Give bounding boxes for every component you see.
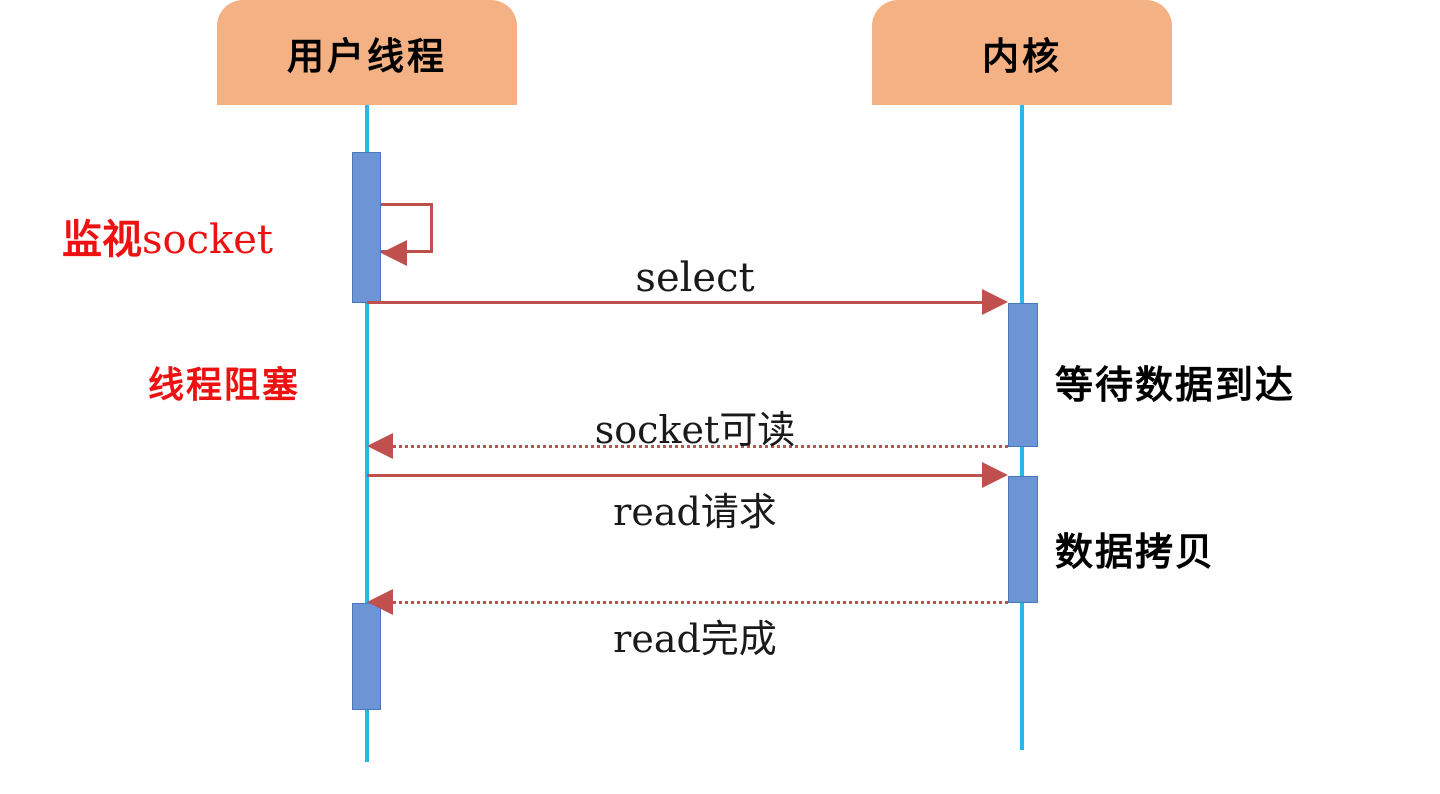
activation-kernel-wait bbox=[1008, 303, 1038, 447]
message-label-socket-readable: socket可读 bbox=[594, 408, 796, 452]
activation-user-read-done bbox=[352, 603, 381, 710]
note-monitor-socket: 监视socket bbox=[62, 207, 273, 265]
participant-user-thread-label: 用户线程 bbox=[287, 34, 447, 78]
participant-kernel-label: 内核 bbox=[982, 34, 1062, 78]
self-loop-arrowhead-icon bbox=[381, 240, 407, 266]
note-waiting-data: 等待数据到达 bbox=[1055, 363, 1296, 407]
note-data-copy: 数据拷贝 bbox=[1055, 530, 1216, 574]
participant-kernel[interactable]: 内核 bbox=[872, 0, 1172, 105]
message-label-select: select bbox=[635, 255, 755, 301]
self-loop-monitor-socket bbox=[381, 203, 433, 253]
lifeline-user-thread bbox=[365, 100, 369, 762]
message-arrowhead-select-icon bbox=[982, 289, 1008, 315]
message-arrowhead-socket-readable-icon bbox=[367, 433, 393, 459]
message-line-read-request bbox=[367, 474, 982, 477]
activation-user-monitor bbox=[352, 152, 381, 303]
message-label-read-request: read请求 bbox=[613, 490, 777, 534]
message-arrowhead-read-complete-icon bbox=[367, 589, 393, 615]
message-line-select bbox=[367, 301, 982, 304]
message-arrowhead-read-request-icon bbox=[982, 462, 1008, 488]
activation-kernel-copy bbox=[1008, 476, 1038, 603]
message-label-read-complete: read完成 bbox=[613, 617, 777, 661]
note-monitor-socket-mono: socket bbox=[142, 217, 273, 263]
participant-user-thread[interactable]: 用户线程 bbox=[217, 0, 517, 105]
note-thread-blocked: 线程阻塞 bbox=[148, 365, 301, 406]
message-line-socket-readable bbox=[393, 445, 1008, 448]
message-line-read-complete bbox=[393, 601, 1008, 604]
note-monitor-socket-cn: 监视 bbox=[62, 217, 142, 263]
